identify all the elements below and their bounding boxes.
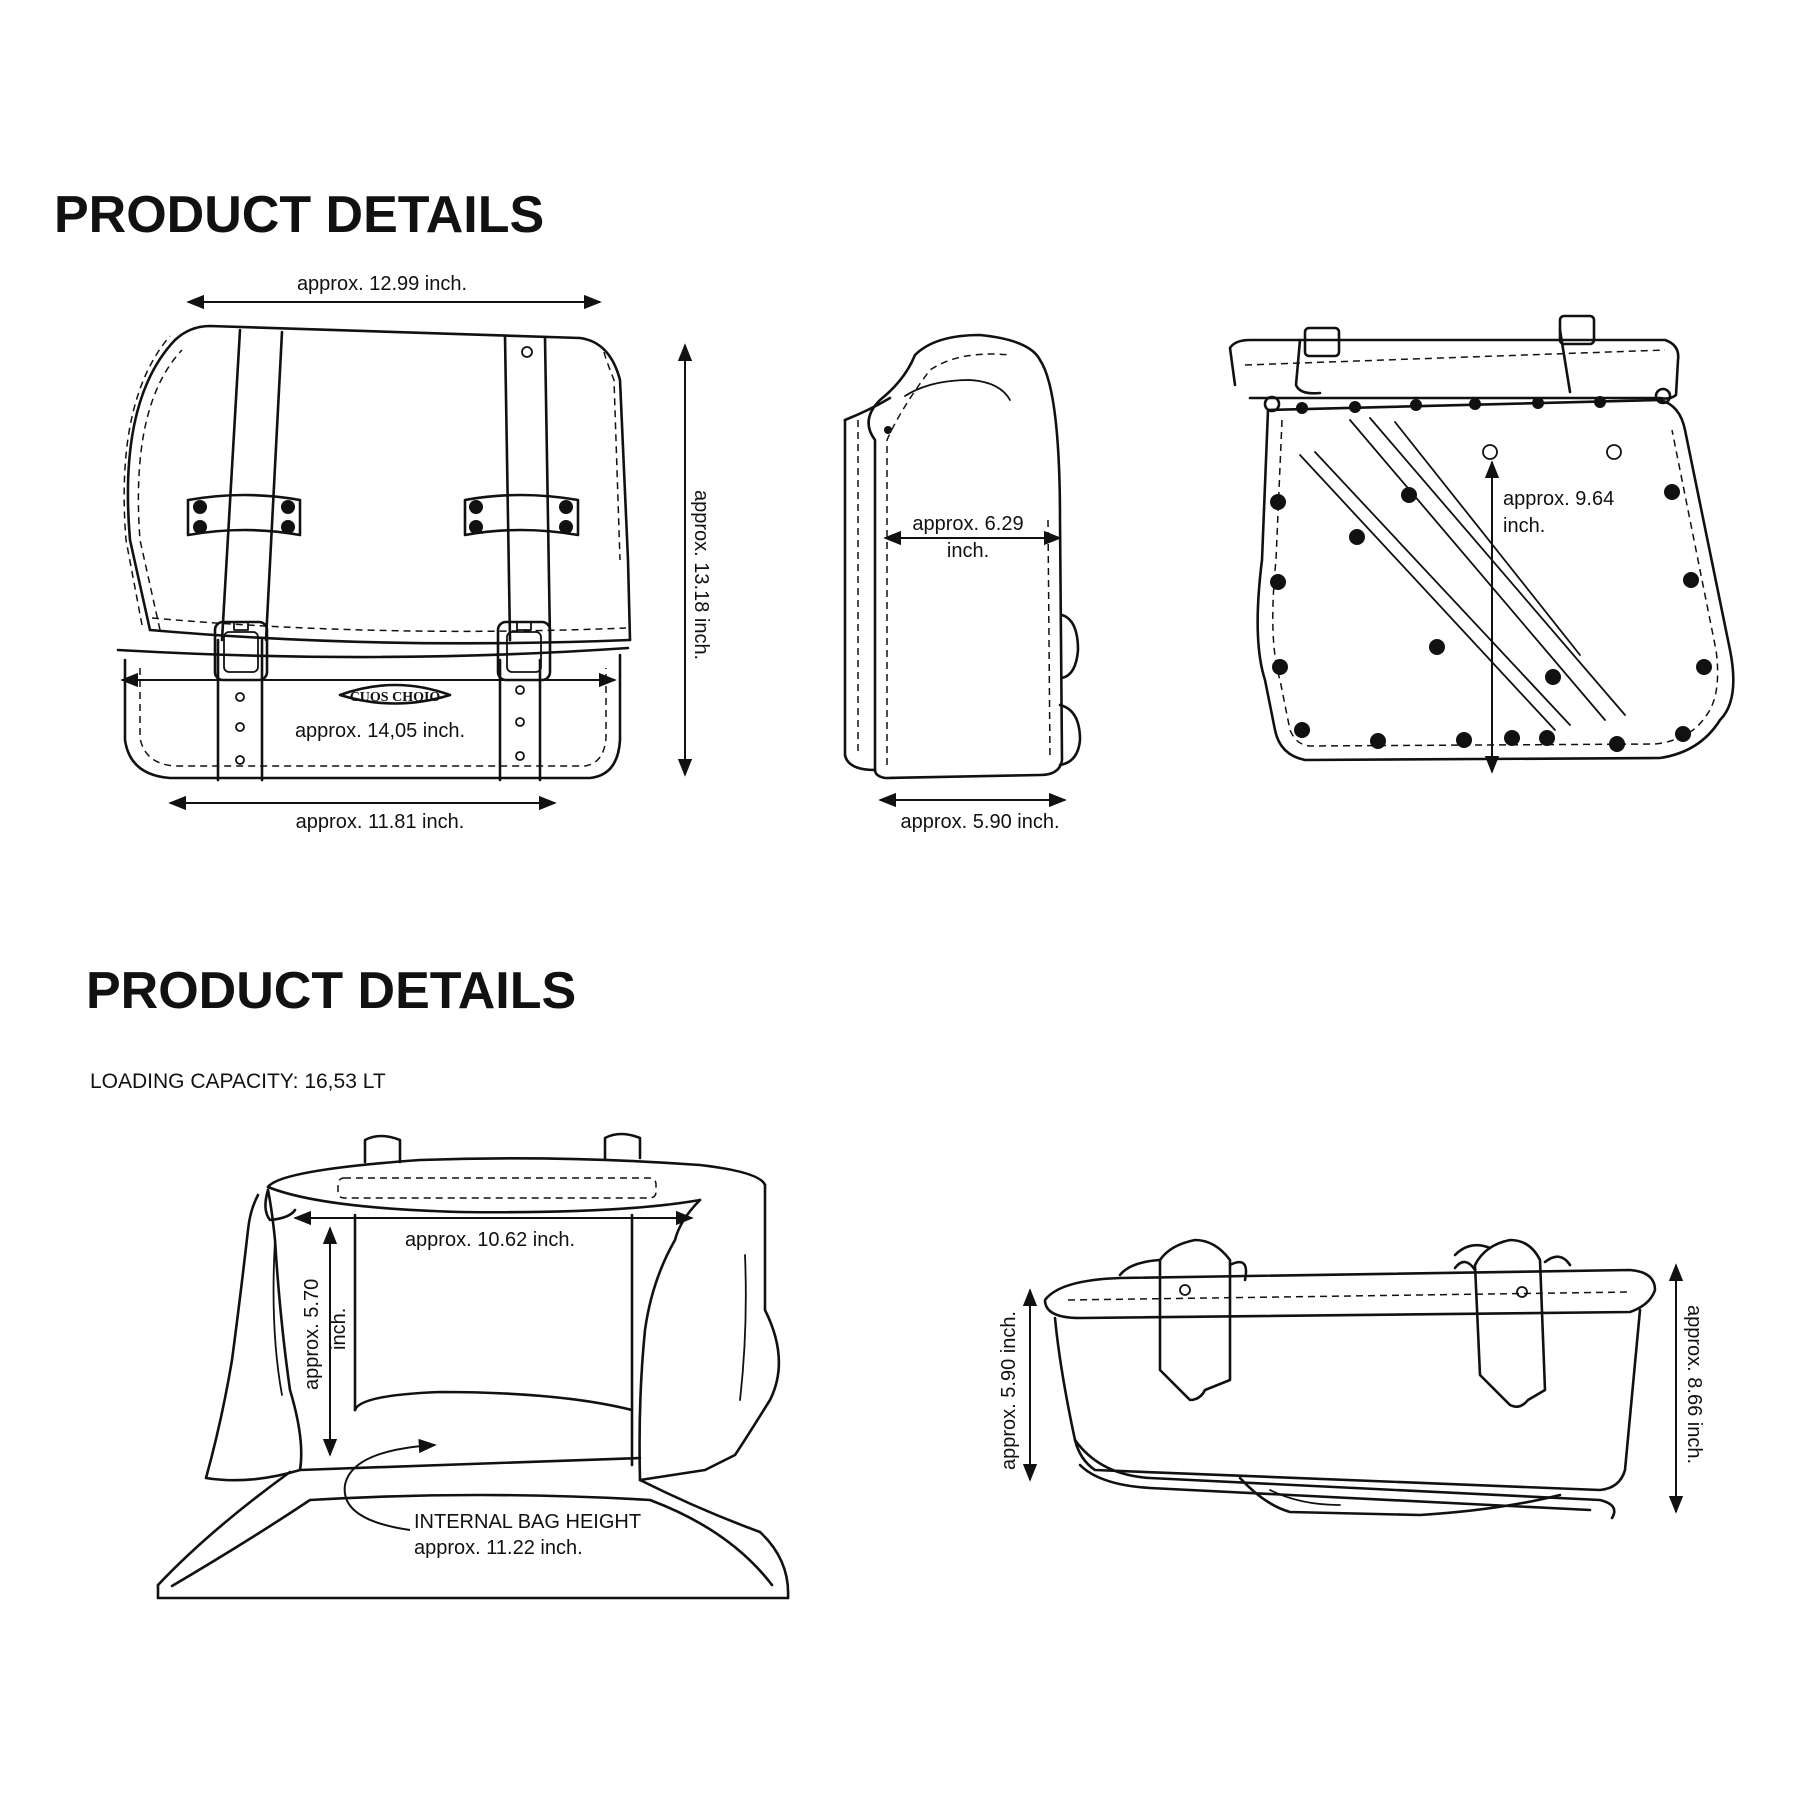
label-height: approx. 13.18 inch. (690, 490, 712, 660)
label-bottom-width: approx. 11.81 inch. (296, 811, 465, 833)
label-side-depth-1: approx. 6.29 (912, 513, 1023, 535)
label-side-bottom: approx. 5.90 inch. (901, 811, 1060, 833)
back-view-bag (1228, 314, 1735, 762)
label-mid-width: approx. 14,05 inch. (295, 720, 465, 742)
open-view-bag (156, 1132, 790, 1600)
label-top-right-height: approx. 8.66 inch. (1683, 1305, 1705, 1464)
loading-capacity: LOADING CAPACITY: 16,53 LT (90, 1070, 386, 1093)
label-top-width: approx. 12.99 inch. (297, 273, 467, 295)
front-view-bag: CUOS CHOIO (116, 324, 632, 782)
top-view-bag (1043, 1238, 1657, 1520)
side-view-bag (843, 333, 1082, 780)
label-inner-depth-1: approx. 5.70 (301, 1279, 323, 1390)
logo-text: CUOS CHOIO (350, 690, 441, 705)
section-1-title: PRODUCT DETAILS (54, 186, 544, 244)
label-side-depth-2: inch. (947, 540, 989, 562)
label-inner-width: approx. 10.62 inch. (405, 1229, 575, 1251)
internal-height-pointer (343, 1438, 437, 1531)
label-inner-depth-2: inch. (328, 1308, 350, 1350)
label-internal-height: INTERNAL BAG HEIGHT (414, 1511, 641, 1533)
label-back-height-2: inch. (1503, 515, 1545, 537)
label-top-left-height: approx. 5.90 inch. (998, 1311, 1020, 1470)
section-2-title: PRODUCT DETAILS (86, 962, 576, 1020)
label-internal-height-value: approx. 11.22 inch. (414, 1537, 583, 1559)
label-back-height-1: approx. 9.64 (1503, 488, 1614, 510)
